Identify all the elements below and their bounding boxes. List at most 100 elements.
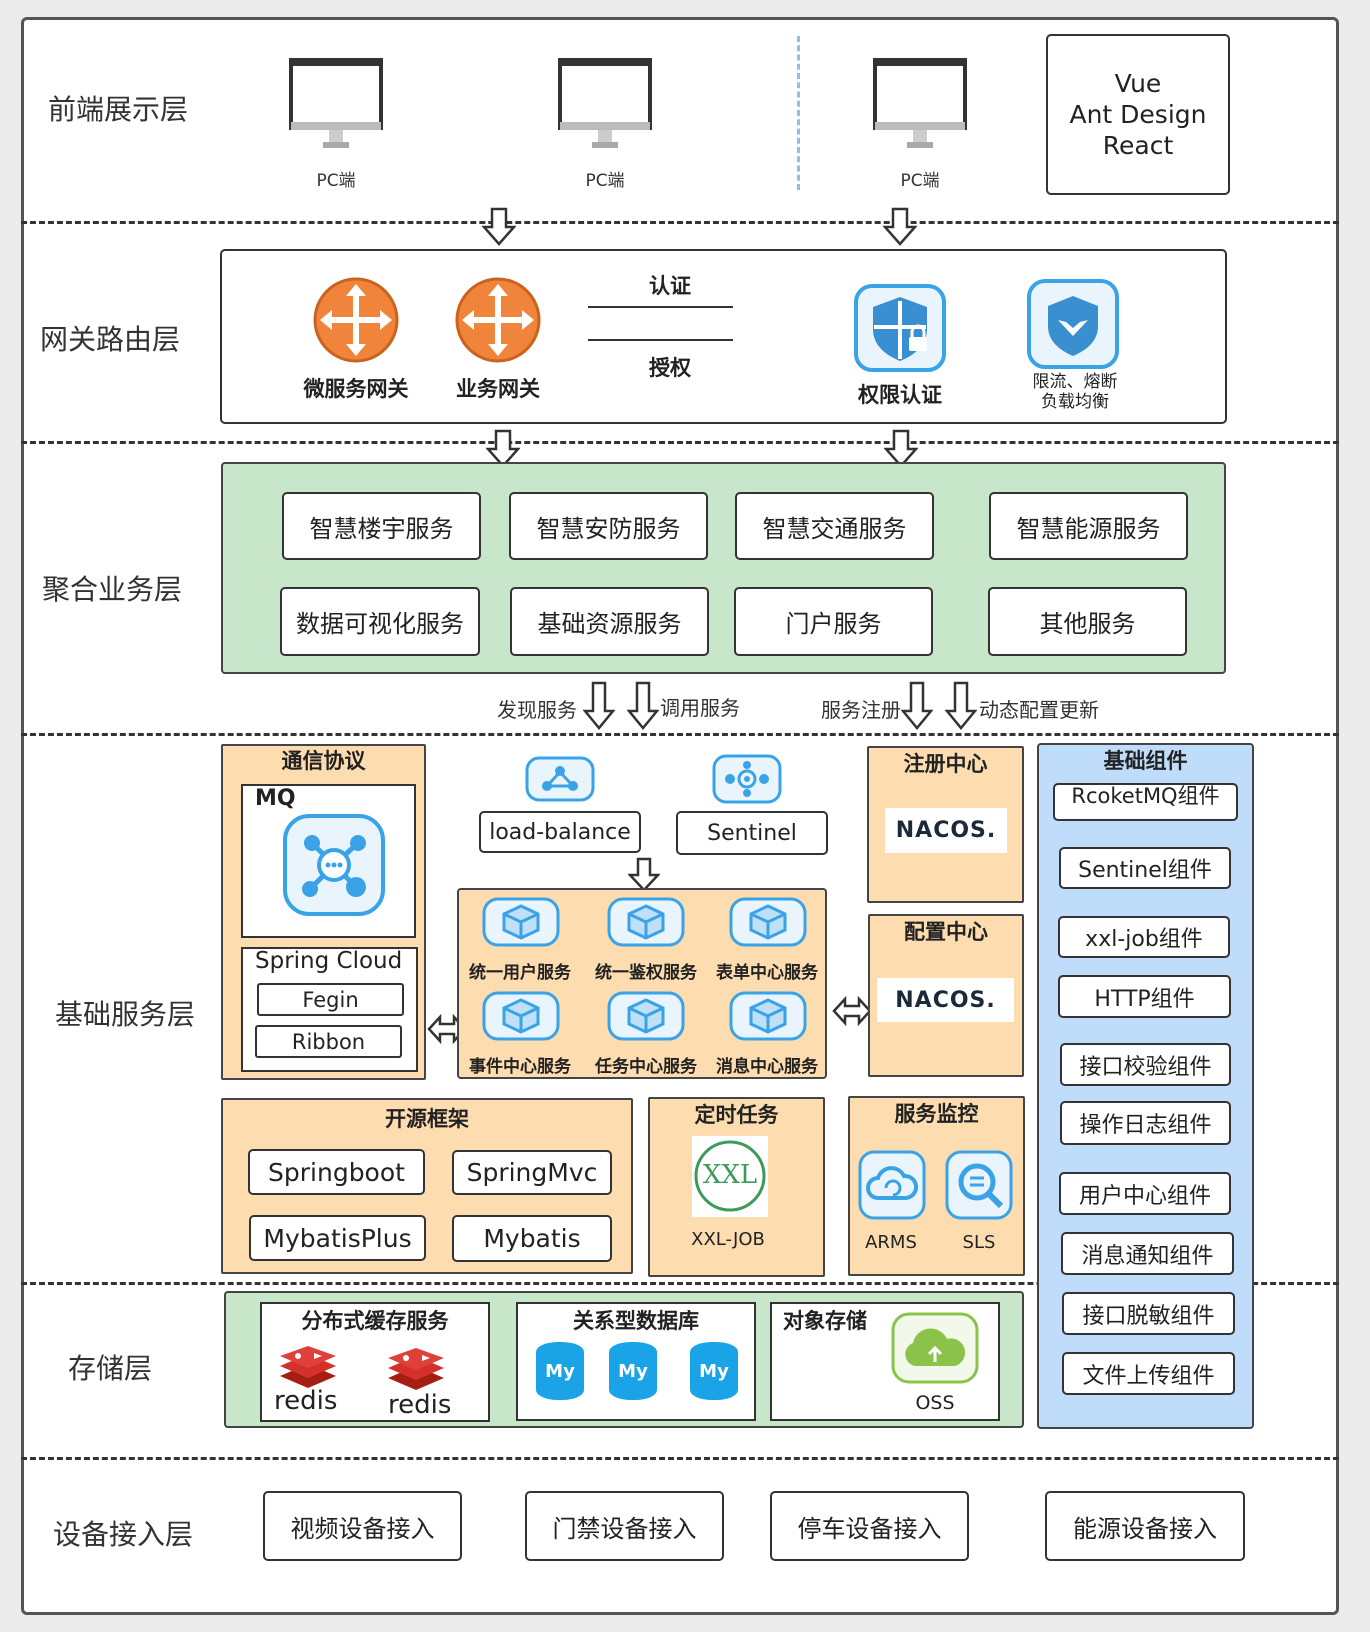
layer-device-label: 设备接入层 — [53, 1518, 194, 1551]
cube-icon — [607, 991, 685, 1041]
xxl-job-label: XXL-JOB — [691, 1229, 765, 1250]
xxl-logo-bg: XXL — [692, 1136, 768, 1217]
down-arrow — [583, 681, 615, 730]
tech-vue: Vue — [1114, 68, 1162, 98]
microservice-gateway-label: 微服务网关 — [303, 377, 409, 401]
framework-mybatis: Mybatis — [452, 1215, 612, 1262]
module-task-center: 任务中心服务 — [595, 1057, 697, 1077]
down-arrow — [901, 681, 933, 730]
device-energy: 能源设备接入 — [1045, 1491, 1245, 1561]
framework-mybatisplus: MybatisPlus — [249, 1215, 426, 1261]
sls-label: SLS — [962, 1232, 996, 1253]
invoke-service-label: 调用服务 — [660, 696, 740, 720]
service-other: 其他服务 — [988, 587, 1187, 656]
down-arrow — [486, 429, 520, 468]
component-message-notify: 消息通知组件 — [1061, 1232, 1234, 1275]
service-smart-security: 智慧安防服务 — [509, 492, 708, 560]
frontend-tech-box: Vue Ant Design React — [1046, 34, 1230, 195]
oss-cloud-icon — [891, 1312, 979, 1384]
module-unified-user: 统一用户服务 — [469, 963, 571, 983]
double-arrow — [832, 995, 872, 1027]
database-title: 关系型数据库 — [573, 1309, 699, 1333]
component-sentinel: Sentinel组件 — [1059, 847, 1231, 889]
module-event-center: 事件中心服务 — [469, 1057, 571, 1077]
nacos-logo: NACOS. — [885, 808, 1007, 853]
cube-icon — [482, 991, 560, 1041]
separator-5 — [21, 1457, 1339, 1460]
cube-icon — [729, 991, 807, 1041]
mysql-icon: My — [536, 1342, 584, 1400]
cache-title: 分布式缓存服务 — [301, 1309, 449, 1333]
tech-antd: Ant Design — [1069, 99, 1207, 129]
xxl-logo-icon — [694, 1140, 766, 1212]
authorize-line — [588, 339, 733, 341]
layer-storage-label: 存储层 — [68, 1352, 153, 1385]
service-smart-building: 智慧楼宇服务 — [282, 492, 481, 560]
redis-icon — [280, 1346, 336, 1388]
monitor-icon — [289, 58, 383, 148]
sentinel-icon — [712, 754, 782, 804]
cube-icon — [607, 897, 685, 947]
component-api-validation: 接口校验组件 — [1060, 1043, 1231, 1086]
down-arrow — [884, 429, 918, 468]
components-title: 基础组件 — [1103, 749, 1188, 773]
comm-protocol-title: 通信协议 — [281, 749, 366, 773]
service-smart-energy: 智慧能源服务 — [989, 492, 1188, 560]
oss-title: 对象存储 — [783, 1309, 867, 1333]
dynamic-config-label: 动态配置更新 — [979, 698, 1099, 722]
router-icon — [455, 277, 541, 363]
component-user-center: 用户中心组件 — [1059, 1172, 1231, 1215]
separator-3 — [21, 733, 1339, 736]
registry-center-title: 注册中心 — [903, 752, 988, 776]
ratelimit-label-line1: 限流、熔断 — [1032, 372, 1118, 392]
pc-label-2: PC端 — [585, 171, 625, 191]
layer-gateway-label: 网关路由层 — [40, 323, 181, 356]
oss-label: OSS — [915, 1392, 955, 1414]
mq-network-icon — [283, 814, 385, 916]
device-access-control: 门禁设备接入 — [525, 1491, 724, 1561]
framework-springmvc: SpringMvc — [452, 1150, 612, 1195]
component-file-upload: 文件上传组件 — [1062, 1352, 1235, 1395]
mq-label: MQ — [255, 786, 296, 811]
load-balance-icon — [525, 756, 595, 802]
router-icon — [313, 277, 399, 363]
ratelimit-label-line2: 负载均衡 — [1041, 391, 1109, 412]
cloud-icon — [858, 1150, 926, 1220]
monitor-title: 服务监控 — [894, 1102, 979, 1126]
arms-label: ARMS — [865, 1232, 917, 1253]
down-arrow — [945, 681, 977, 730]
monitor-icon — [558, 58, 652, 148]
down-arrow — [482, 207, 516, 246]
spring-cloud-label: Spring Cloud — [255, 948, 403, 974]
module-message-center: 消息中心服务 — [716, 1057, 818, 1077]
layer-base-label: 基础服务层 — [55, 998, 196, 1031]
mysql-icon: My — [690, 1342, 738, 1400]
register-service-label: 服务注册 — [821, 698, 901, 722]
sentinel-box: Sentinel — [676, 811, 828, 855]
framework-title: 开源框架 — [385, 1107, 469, 1131]
separator-4 — [21, 1282, 1339, 1285]
separator-1 — [21, 221, 1339, 224]
redis-label: redis — [388, 1390, 452, 1420]
framework-springboot: Springboot — [248, 1149, 425, 1195]
frontend-divider — [797, 36, 800, 190]
redis-icon — [388, 1348, 444, 1390]
tech-react: React — [1102, 131, 1174, 161]
service-base-resource: 基础资源服务 — [510, 587, 709, 656]
down-arrow — [628, 857, 660, 892]
module-unified-auth: 统一鉴权服务 — [595, 963, 697, 983]
component-rocketmq: RcoketMQ组件 — [1053, 783, 1238, 821]
component-operation-log: 操作日志组件 — [1060, 1101, 1231, 1145]
layer-frontend-label: 前端展示层 — [48, 93, 189, 126]
down-arrow — [883, 207, 917, 246]
layer-business-label: 聚合业务层 — [42, 573, 183, 606]
config-center-title: 配置中心 — [904, 920, 988, 944]
schedule-title: 定时任务 — [694, 1103, 779, 1127]
mysql-icon: My — [609, 1342, 657, 1400]
fegin-box: Fegin — [257, 983, 404, 1016]
service-portal: 门户服务 — [734, 587, 933, 656]
permission-label: 权限认证 — [858, 383, 942, 407]
module-form-center: 表单中心服务 — [716, 963, 818, 983]
shield-bird-icon — [1027, 279, 1119, 369]
pc-label-1: PC端 — [316, 171, 356, 191]
